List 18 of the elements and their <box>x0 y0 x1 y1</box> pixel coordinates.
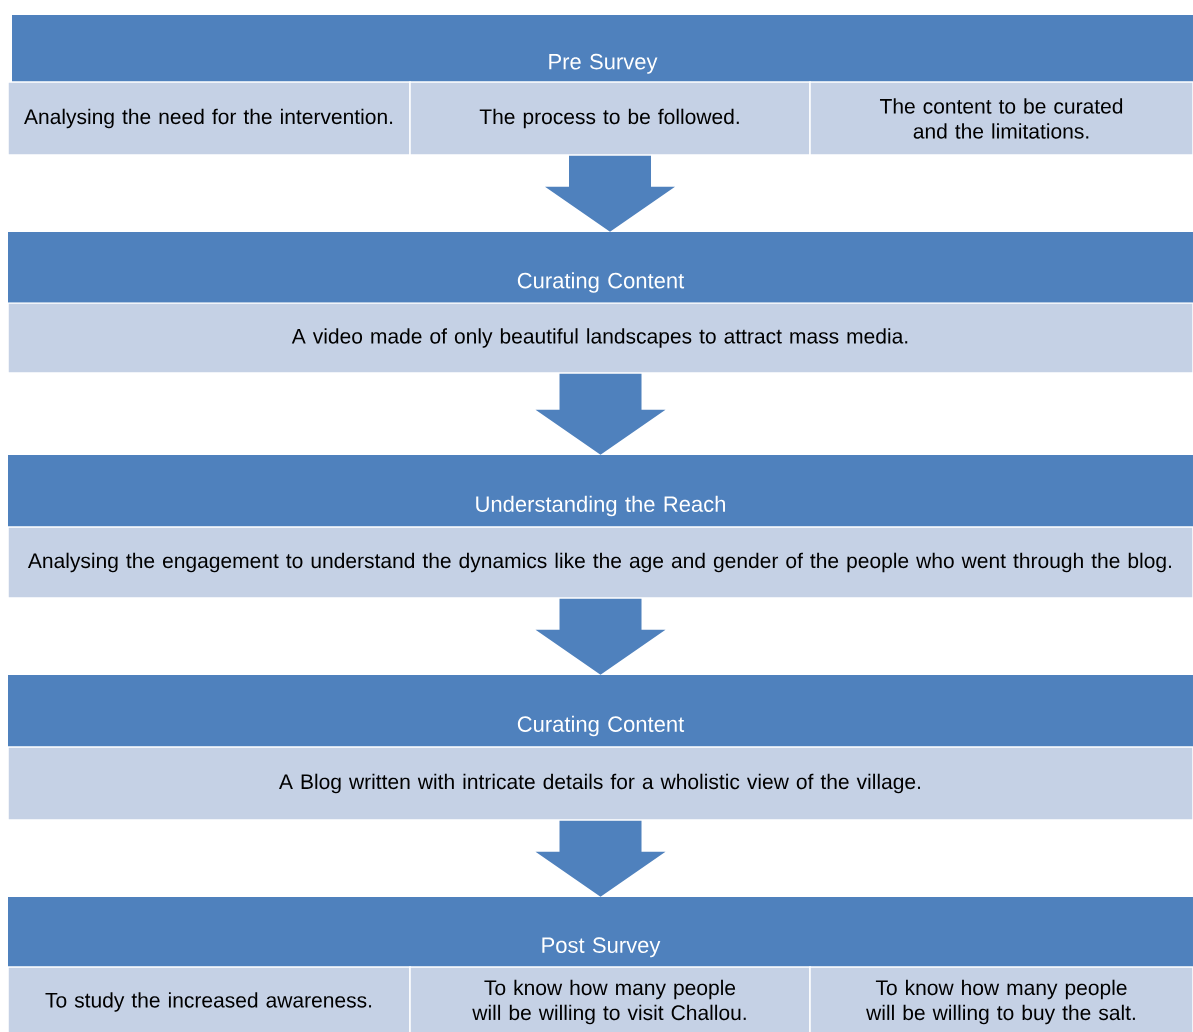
text-cell: To know how many people will be willing to visit Challou. <box>409 966 811 1032</box>
text-cell: A Blog written with intricate details for a wholistic view of the village. <box>7 746 1193 821</box>
block-arrow <box>545 155 675 232</box>
text-cell: Analysing the engagement to understand the dynamics like the age and gender of the people who went through the blog. <box>7 526 1193 599</box>
text-cell: A video made of only beautiful landscapes to attract mass media. <box>7 302 1193 374</box>
header-band: Curating Content <box>8 232 1193 303</box>
block-arrow <box>535 820 666 897</box>
text-cell: The content to be curated and the limitations. <box>809 81 1193 156</box>
header-band: Understanding the Reach <box>8 455 1193 527</box>
text-cell: To know how many people will be willing to buy the salt. <box>809 966 1193 1032</box>
text-cell: The process to be followed. <box>409 81 811 156</box>
block-arrow <box>535 598 666 675</box>
block-arrow <box>535 373 666 455</box>
text-cell: Analysing the need for the intervention. <box>7 81 411 156</box>
header-band: Pre Survey <box>12 15 1193 82</box>
text-cell: To study the increased awareness. <box>7 966 411 1032</box>
header-band: Curating Content <box>8 675 1193 747</box>
header-band: Post Survey <box>8 897 1193 967</box>
